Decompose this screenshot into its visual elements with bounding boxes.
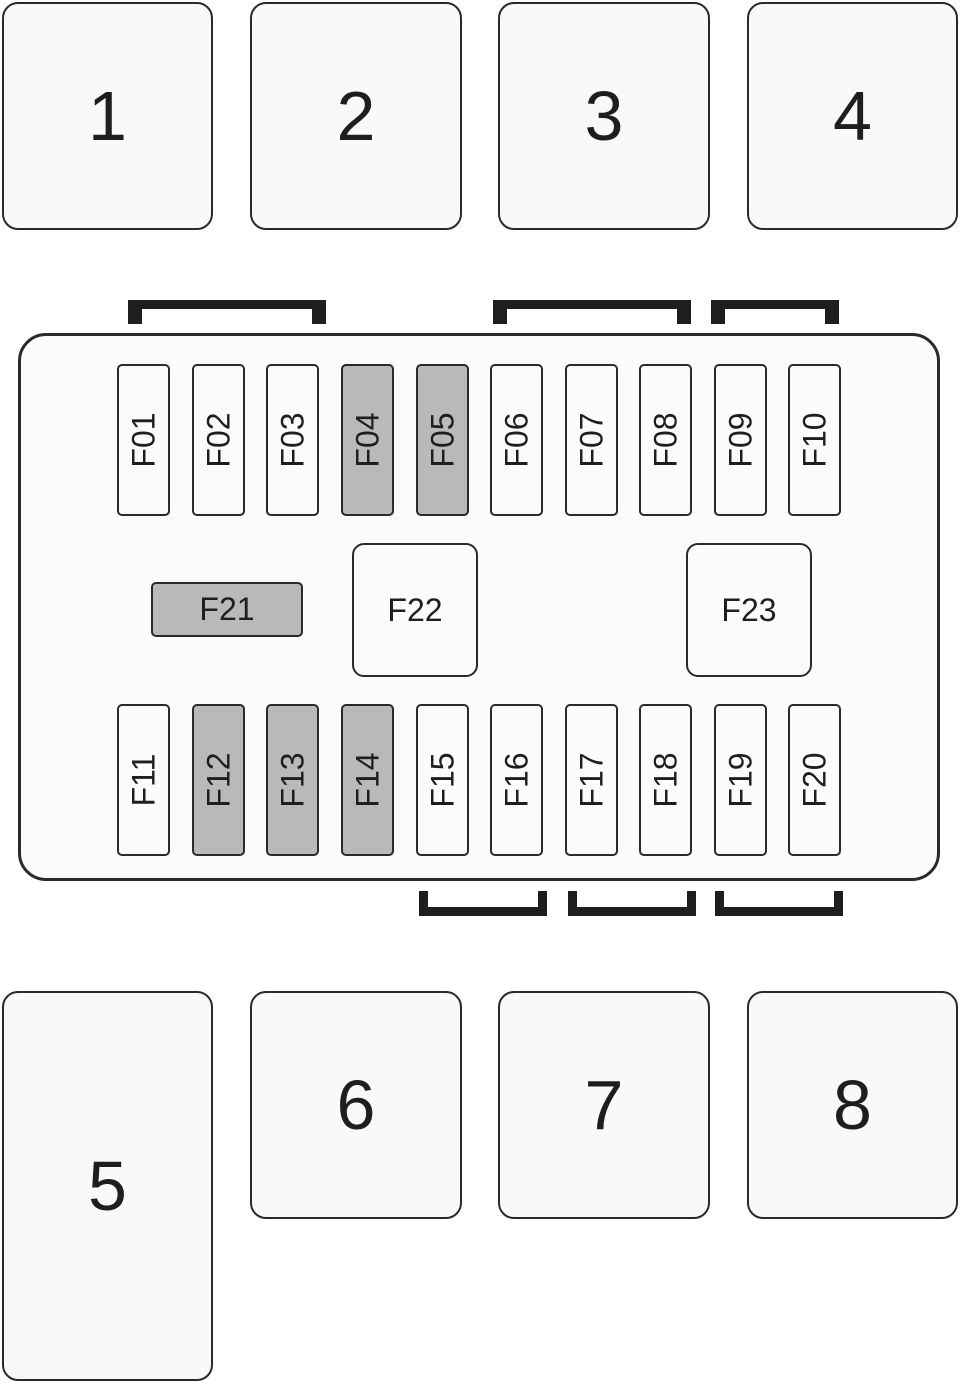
fuse-f06[interactable]: F06	[490, 364, 543, 516]
fuse-f21[interactable]: F21	[151, 582, 303, 637]
fuse-label: F21	[199, 591, 255, 627]
relay-4-label: 4	[833, 77, 872, 155]
fuse-f15[interactable]: F15	[416, 704, 469, 856]
fuse-label: F12	[200, 752, 236, 808]
fuse-label: F13	[274, 752, 310, 808]
fuse-f19[interactable]: F19	[714, 704, 767, 856]
relay-7: 7	[498, 991, 710, 1219]
fuse-f17[interactable]: F17	[565, 704, 618, 856]
fuse-f12[interactable]: F12	[192, 704, 245, 856]
fuse-label: F02	[200, 412, 236, 468]
relay-5: 5	[2, 991, 213, 1381]
relay-2: 2	[250, 2, 462, 230]
fuse-label: F07	[573, 412, 609, 468]
connector-bracket-top-3	[711, 300, 839, 324]
fuse-label: F01	[125, 412, 161, 468]
fuse-label: F10	[796, 412, 832, 468]
relay-7-label: 7	[584, 1066, 624, 1144]
fuse-f07[interactable]: F07	[565, 364, 618, 516]
relay-5-label: 5	[88, 1147, 127, 1225]
connector-bracket-top-1	[128, 300, 326, 324]
fuse-f09[interactable]: F09	[714, 364, 767, 516]
fuse-f13[interactable]: F13	[266, 704, 319, 856]
fuse-f14[interactable]: F14	[341, 704, 394, 856]
fuse-label: F17	[573, 752, 609, 808]
fuse-f05[interactable]: F05	[416, 364, 469, 516]
fuse-label: F05	[424, 412, 460, 468]
fuse-f02[interactable]: F02	[192, 364, 245, 516]
relay-6: 6	[250, 991, 462, 1219]
fuse-f11[interactable]: F11	[117, 704, 170, 856]
connector-bracket-bottom-1	[419, 891, 547, 916]
fuse-f08[interactable]: F08	[639, 364, 692, 516]
fuse-label: F03	[274, 412, 310, 468]
fuse-label: F08	[647, 412, 683, 468]
fuse-label: F19	[722, 752, 758, 808]
fuse-label: F23	[721, 591, 777, 628]
fuse-f18[interactable]: F18	[639, 704, 692, 856]
fuse-label: F11	[125, 753, 161, 807]
fuse-label: F18	[647, 752, 683, 808]
fuse-label: F09	[722, 412, 758, 468]
fuse-label: F20	[796, 752, 832, 808]
fuse-f04[interactable]: F04	[341, 364, 394, 516]
relay-1-label: 1	[88, 77, 127, 155]
relay-8: 8	[747, 991, 958, 1219]
relay-3-label: 3	[584, 77, 624, 155]
fuse-label: F16	[498, 752, 534, 808]
fuse-label: F22	[387, 591, 443, 628]
fuse-f01[interactable]: F01	[117, 364, 170, 516]
relay-4: 4	[747, 2, 958, 230]
fuse-f16[interactable]: F16	[490, 704, 543, 856]
connector-bracket-bottom-3	[715, 891, 843, 916]
fuse-f23[interactable]: F23	[686, 543, 812, 677]
fuse-f10[interactable]: F10	[788, 364, 841, 516]
relay-1: 1	[2, 2, 213, 230]
connector-bracket-top-2	[493, 300, 691, 324]
relay-8-label: 8	[833, 1066, 872, 1144]
connector-bracket-bottom-2	[568, 891, 696, 916]
fuse-f20[interactable]: F20	[788, 704, 841, 856]
fuse-f22[interactable]: F22	[352, 543, 478, 677]
fuse-label: F06	[498, 412, 534, 468]
fuse-box: F01 F02 F03 F04 F05 F06 F07 F08 F09 F10 …	[18, 333, 940, 881]
fuse-f03[interactable]: F03	[266, 364, 319, 516]
relay-2-label: 2	[336, 77, 376, 155]
fuse-label: F14	[349, 752, 385, 808]
relay-3: 3	[498, 2, 710, 230]
relay-6-label: 6	[336, 1066, 376, 1144]
fuse-label: F04	[349, 412, 385, 468]
fuse-label: F15	[424, 752, 460, 808]
